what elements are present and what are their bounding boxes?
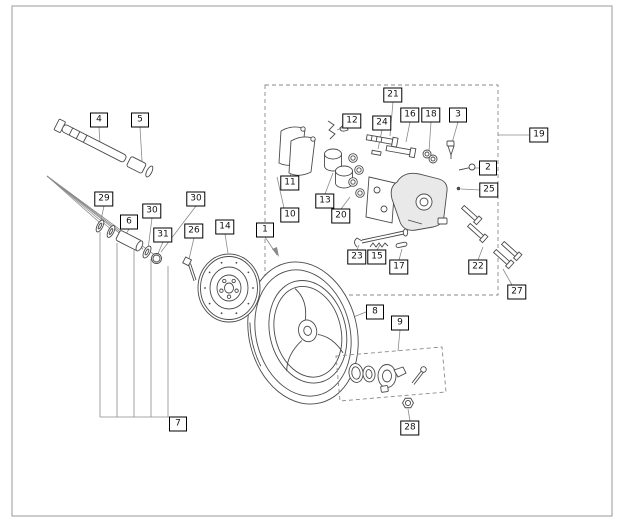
caliper-body xyxy=(390,163,476,231)
bearing-kit-dashed-box xyxy=(335,346,447,402)
callout-21: 21 xyxy=(383,87,403,103)
callout-8: 8 xyxy=(366,304,384,320)
callout-1: 1 xyxy=(256,222,274,238)
callout-29: 29 xyxy=(94,191,114,207)
callout-31: 31 xyxy=(153,227,173,243)
speedo-drive xyxy=(377,364,407,393)
callout-3: 3 xyxy=(449,107,467,123)
caliper-pistons xyxy=(324,148,353,189)
callout-17: 17 xyxy=(389,259,409,275)
front-axle xyxy=(53,118,154,178)
callout-12: 12 xyxy=(342,113,362,129)
callout-5: 5 xyxy=(131,112,149,128)
bleed-valve xyxy=(446,140,455,159)
callout-6: 6 xyxy=(120,214,138,230)
callout-2: 2 xyxy=(479,160,497,176)
callout-28: 28 xyxy=(400,420,420,436)
callout-15: 15 xyxy=(367,249,387,265)
callout-9: 9 xyxy=(391,315,409,331)
callout-18: 18 xyxy=(421,107,441,123)
callout-14: 14 xyxy=(215,219,235,235)
page-border xyxy=(11,5,613,517)
callout-4: 4 xyxy=(90,112,108,128)
callout-7: 7 xyxy=(169,416,187,432)
callout-20: 20 xyxy=(331,208,351,224)
brake-pads xyxy=(278,126,316,176)
caliper-fixing-bolts xyxy=(460,204,523,270)
callout-19: 19 xyxy=(529,127,549,143)
callout-10: 10 xyxy=(280,207,300,223)
callout-13: 13 xyxy=(315,193,335,209)
callout-23: 23 xyxy=(347,249,367,265)
axle-nut xyxy=(401,397,415,409)
callout-24: 24 xyxy=(372,115,392,131)
caliper-mounting-bolts xyxy=(365,134,417,159)
pad-pin-and-spring xyxy=(354,228,409,249)
hub-spacers-and-seals xyxy=(95,219,197,282)
callout-30-left: 30 xyxy=(142,203,162,219)
callout-27: 27 xyxy=(507,284,527,300)
callout-26: 26 xyxy=(184,223,204,239)
callout-25: 25 xyxy=(479,182,499,198)
callout-16: 16 xyxy=(400,107,420,123)
callout-22: 22 xyxy=(468,259,488,275)
piston-seals xyxy=(348,153,365,198)
caliper-bracket xyxy=(365,176,396,224)
front-wheel xyxy=(247,261,359,405)
callout-11: 11 xyxy=(280,175,300,191)
callout-30-right: 30 xyxy=(186,191,206,207)
brake-disc xyxy=(197,253,261,323)
bearing-kit-parts xyxy=(348,363,427,393)
bolt-washers xyxy=(422,149,438,164)
disc-screw xyxy=(182,256,197,282)
kit-screw xyxy=(411,366,427,385)
